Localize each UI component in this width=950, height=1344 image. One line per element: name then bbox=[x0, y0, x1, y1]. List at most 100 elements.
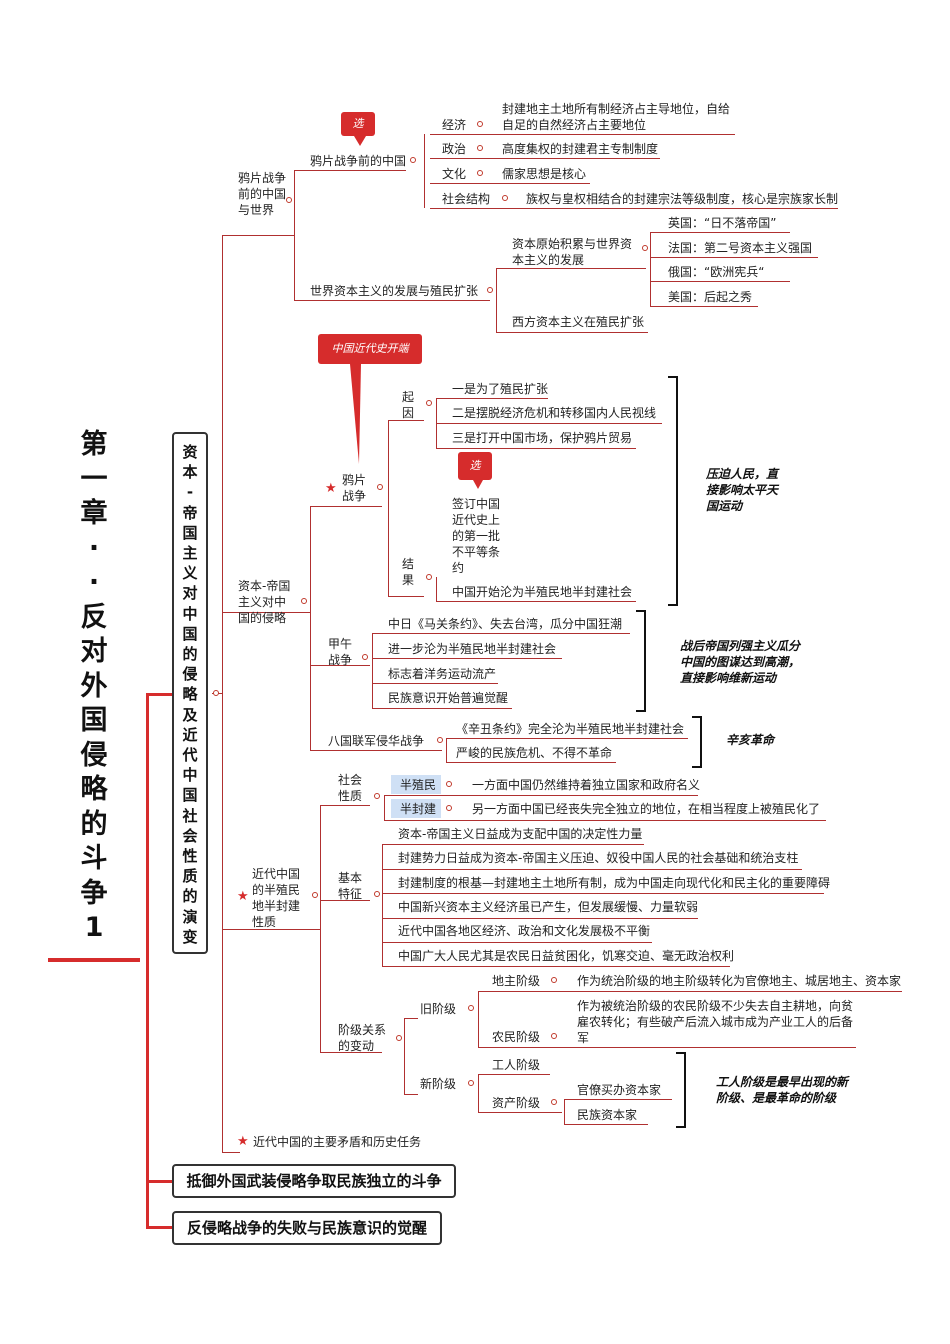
country-usa: 美国：后起之秀 bbox=[668, 290, 753, 304]
nature-connector-icon bbox=[374, 793, 380, 799]
accum-connector-icon bbox=[642, 245, 648, 251]
semicolonial-value: 一方面中国仍然维持着独立国家和政府名义 bbox=[472, 778, 701, 792]
part3-label[interactable]: 近代中国的半殖民地半封建性质 bbox=[252, 867, 301, 929]
economy-value: 封建地主土地所有制经济占主导地位，自给自足的自然经济占主要地位 bbox=[502, 102, 731, 132]
culture-key[interactable]: 文化 bbox=[442, 167, 467, 181]
semicolonial-connector-icon bbox=[446, 781, 452, 787]
baguo-item-2: 严峻的民族危机、不得不革命 bbox=[456, 746, 613, 760]
feature-2: 封建势力日益成为资本-帝国主义压迫、奴役中国人民的社会基础和统治支柱 bbox=[398, 851, 799, 865]
sub1-connector-icon bbox=[410, 157, 416, 163]
culture-value: 儒家思想是核心 bbox=[502, 167, 587, 181]
worker-class: 工人阶级 bbox=[492, 1058, 541, 1072]
semifeudal-highlight bbox=[391, 799, 441, 818]
landlord-connector-icon bbox=[551, 977, 557, 983]
peasant-value: 作为被统治阶级的农民阶级不少失去自主耕地，向贫雇农转化；有些破产后流入城市成为产… bbox=[577, 999, 854, 1045]
politics-connector-icon bbox=[477, 145, 483, 151]
jiawu-bracket bbox=[636, 610, 646, 712]
callout-pointer-icon bbox=[350, 364, 361, 464]
jiawu-war-label[interactable]: 甲午战争 bbox=[328, 637, 353, 667]
capitalist-key[interactable]: 资产阶级 bbox=[492, 1096, 541, 1110]
world-capitalism[interactable]: 世界资本主义的发展与殖民扩张 bbox=[310, 284, 479, 298]
jiawu-item-2: 进一步沦为半殖民地半封建社会 bbox=[388, 642, 557, 656]
cause-2: 二是摆脱经济危机和转移国内人民视线 bbox=[452, 406, 657, 420]
old-class-connector-icon bbox=[468, 1005, 474, 1011]
jiawu-item-3: 标志着洋务运动流产 bbox=[388, 667, 497, 681]
landlord-key[interactable]: 地主阶级 bbox=[492, 974, 541, 988]
baguo-connector-icon bbox=[437, 737, 443, 743]
part1-label[interactable]: 鸦片战争前的中国与世界 bbox=[238, 171, 287, 217]
part4-label[interactable]: 近代中国的主要矛盾和历史任务 bbox=[253, 1135, 422, 1149]
opium-note: 压迫人民，直接影响太平天国运动 bbox=[706, 467, 779, 513]
star-icon: ★ bbox=[237, 1134, 249, 1149]
node-connector-icon bbox=[213, 690, 219, 696]
features-label[interactable]: 基本特征 bbox=[338, 871, 363, 901]
culture-connector-icon bbox=[477, 170, 483, 176]
part3-connector-icon bbox=[312, 892, 318, 898]
part2-label[interactable]: 资本-帝国主义对中国的侵略 bbox=[238, 579, 291, 625]
politics-value: 高度集权的封建君主专制制度 bbox=[502, 142, 659, 156]
baguo-item-1: 《辛丑条约》完全沦为半殖民地半封建社会 bbox=[456, 722, 685, 736]
society-value: 族权与皇权相结合的封建宗法等级制度，核心是宗族家长制 bbox=[526, 192, 839, 206]
result-1: 签订中国近代史上的第一批不平等条约 bbox=[452, 497, 501, 575]
cause-connector-icon bbox=[426, 400, 432, 406]
select-tag-icon: 选 bbox=[341, 112, 375, 136]
opium-bracket bbox=[668, 376, 678, 606]
bureaucrat-capitalist: 官僚买办资本家 bbox=[577, 1083, 662, 1097]
cause-label[interactable]: 起因 bbox=[402, 390, 415, 420]
politics-key[interactable]: 政治 bbox=[442, 142, 467, 156]
new-class-connector-icon bbox=[468, 1080, 474, 1086]
eight-nation-label[interactable]: 八国联军侵华战争 bbox=[328, 734, 425, 748]
baguo-note: 辛亥革命 bbox=[726, 733, 775, 747]
semifeudal-value: 另一方面中国已经丧失完全独立的地位，在相当程度上被殖民化了 bbox=[472, 802, 821, 816]
western-expansion: 西方资本主义在殖民扩张 bbox=[512, 315, 645, 329]
features-connector-icon bbox=[374, 891, 380, 897]
semifeudal-key[interactable]: 半封建 bbox=[400, 802, 437, 816]
economy-key[interactable]: 经济 bbox=[442, 118, 467, 132]
classes-note: 工人阶级是最早出现的新阶级、是最革命的阶级 bbox=[716, 1075, 849, 1105]
baguo-bracket bbox=[692, 716, 702, 768]
feature-1: 资本-帝国主义日益成为支配中国的决定性力量 bbox=[398, 827, 643, 841]
society-key[interactable]: 社会结构 bbox=[442, 192, 491, 206]
sub2-connector-icon bbox=[487, 287, 493, 293]
pre-opium-china[interactable]: 鸦片战争前的中国 bbox=[310, 154, 407, 168]
semicolonial-highlight bbox=[391, 775, 441, 794]
opium-war-label[interactable]: 鸦片战争 bbox=[342, 473, 367, 503]
part1-connector-icon bbox=[286, 197, 292, 203]
jiawu-item-4: 民族意识开始普遍觉醒 bbox=[388, 691, 509, 705]
opium-connector-icon bbox=[377, 484, 383, 490]
jiawu-connector-icon bbox=[362, 654, 368, 660]
capital-accumulation[interactable]: 资本原始积累与世界资本主义的发展 bbox=[512, 237, 633, 267]
country-russia: 俄国：“欧洲宪兵“ bbox=[668, 265, 765, 279]
capitalist-connector-icon bbox=[551, 1099, 557, 1105]
section-title-box[interactable]: 资本- 帝国主 义对中 国的侵 略及近 代中国 社会性 质的演 变 bbox=[172, 432, 208, 954]
feature-6: 中国广大人民尤其是农民日益贫困化，饥寒交迫、毫无政治权利 bbox=[398, 949, 735, 963]
result-2: 中国开始沦为半殖民地半封建社会 bbox=[452, 585, 633, 599]
classes-connector-icon bbox=[396, 1035, 402, 1041]
result-label[interactable]: 结果 bbox=[402, 557, 415, 587]
cause-1: 一是为了殖民扩张 bbox=[452, 382, 549, 396]
semifeudal-connector-icon bbox=[446, 805, 452, 811]
feature-4: 中国新兴资本主义经济虽已产生，但发展缓慢、力量软弱 bbox=[398, 900, 699, 914]
landlord-value: 作为统治阶级的地主阶级转化为官僚地主、城居地主、资本家 bbox=[577, 974, 902, 988]
callout-pointer-icon bbox=[354, 136, 366, 146]
national-capitalist: 民族资本家 bbox=[577, 1108, 638, 1122]
new-class-label[interactable]: 新阶级 bbox=[420, 1077, 457, 1091]
section-box-resistance[interactable]: 抵御外国武装侵略争取民族独立的斗争 bbox=[172, 1164, 456, 1198]
economy-connector-icon bbox=[477, 121, 483, 127]
section-box-awakening[interactable]: 反侵略战争的失败与民族意识的觉醒 bbox=[172, 1211, 442, 1245]
classes-label[interactable]: 阶级关系的变动 bbox=[338, 1023, 387, 1053]
nature-label[interactable]: 社会性质 bbox=[338, 773, 363, 803]
feature-3: 封建制度的根基—封建地主土地所有制，成为中国走向现代化和民主化的重要障碍 bbox=[398, 876, 831, 890]
select-tag-icon: 选 bbox=[458, 452, 492, 480]
jiawu-note: 战后帝国列强主义瓜分中国的图谋达到高潮，直接影响维新运动 bbox=[680, 639, 801, 685]
peasant-connector-icon bbox=[551, 1033, 557, 1039]
part2-connector-icon bbox=[301, 598, 307, 604]
semicolonial-key[interactable]: 半殖民 bbox=[400, 778, 437, 792]
jiawu-item-1: 中日《马关条约》、失去台湾，瓜分中国狂潮 bbox=[388, 617, 623, 631]
star-icon: ★ bbox=[237, 889, 249, 904]
peasant-key[interactable]: 农民阶级 bbox=[492, 1030, 541, 1044]
result-connector-icon bbox=[426, 574, 432, 580]
country-uk: 英国：“日不落帝国” bbox=[668, 216, 777, 230]
old-class-label[interactable]: 旧阶级 bbox=[420, 1002, 457, 1016]
